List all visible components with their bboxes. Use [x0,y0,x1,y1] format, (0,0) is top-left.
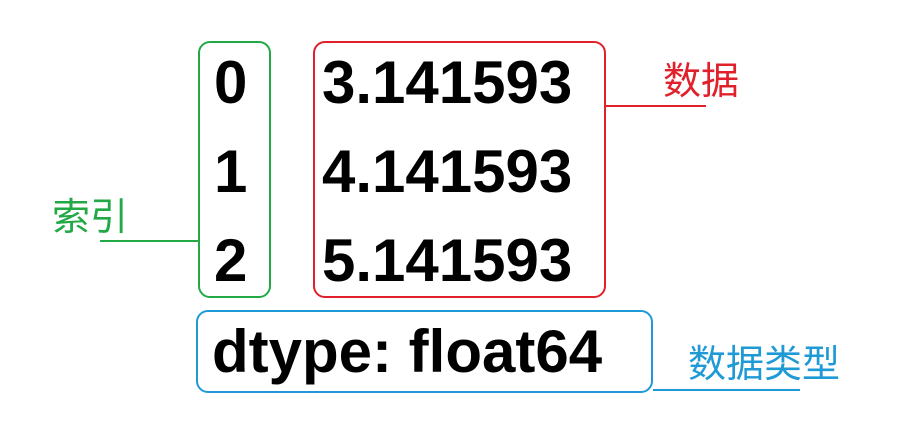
data-callout-line [606,105,706,107]
data-value-0: 3.141593 [322,49,573,116]
index-value-2: 2 [214,227,248,294]
data-value-2: 5.141593 [322,227,573,294]
index-value-0: 0 [214,49,248,116]
dtype-value: dtype: float64 [212,318,603,385]
index-callout-line [100,240,199,242]
data-bracket-box [313,41,606,298]
index-annotation-label: 索引 [52,195,129,239]
dtype-bracket-box [196,310,653,393]
data-annotation-label: 数据 [663,59,740,103]
data-value-1: 4.141593 [322,138,573,205]
index-value-1: 1 [214,138,248,205]
dtype-annotation-label: 数据类型 [688,342,841,386]
dtype-callout-line [653,389,800,391]
index-bracket-box [198,41,271,298]
